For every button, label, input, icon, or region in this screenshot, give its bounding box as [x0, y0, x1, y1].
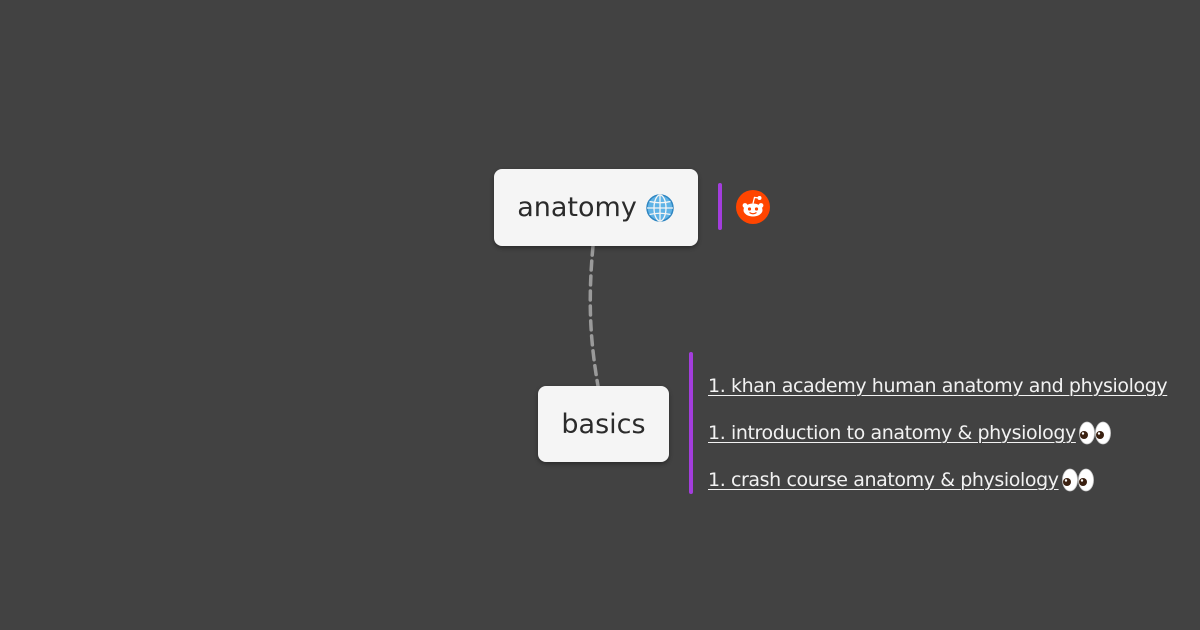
link-introduction[interactable]: 1. introduction to anatomy & physiology	[708, 421, 1076, 444]
links-bar	[689, 352, 693, 494]
attachment-bar	[718, 183, 722, 230]
reddit-icon[interactable]	[736, 190, 770, 224]
topic-label: anatomy	[517, 192, 637, 223]
connector-anatomy-basics	[588, 244, 600, 388]
link-list: 1. khan academy human anatomy and physio…	[708, 362, 1200, 503]
globe-icon	[645, 193, 675, 223]
list-item: 1. khan academy human anatomy and physio…	[708, 362, 1200, 409]
topic-node-basics[interactable]: basics	[538, 386, 669, 462]
link-crash-course[interactable]: 1. crash course anatomy & physiology	[708, 468, 1059, 491]
eyes-icon	[1061, 467, 1095, 493]
topic-label: basics	[561, 408, 646, 440]
eyes-icon	[1078, 420, 1112, 446]
topic-node-anatomy[interactable]: anatomy	[494, 169, 698, 246]
list-item: 1. crash course anatomy & physiology	[708, 456, 1200, 503]
link-khan-academy[interactable]: 1. khan academy human anatomy and physio…	[708, 374, 1168, 397]
list-item: 1. introduction to anatomy & physiology	[708, 409, 1200, 456]
